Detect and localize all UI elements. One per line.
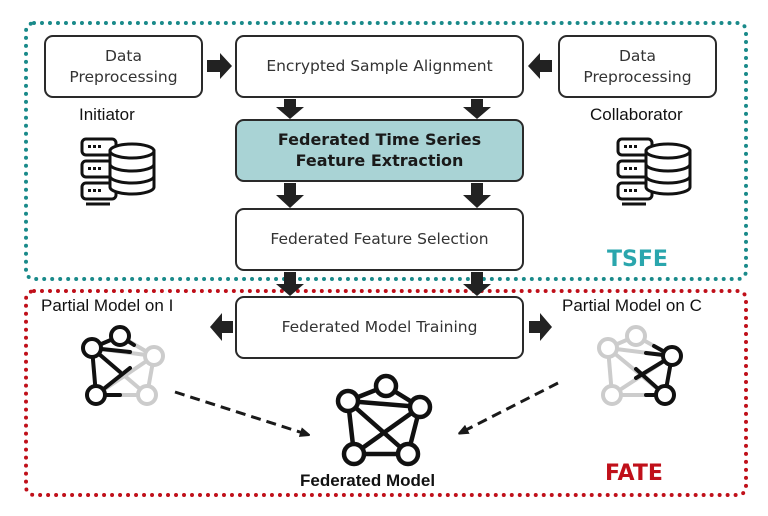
collaborator-label: Collaborator [590,105,683,124]
data-preprocessing-initiator-box: Data Preprocessing [44,35,203,98]
tsfe-label: TSFE [607,247,668,272]
dashed-arrow-icon [462,381,559,432]
encrypted-sample-alignment-box: Encrypted Sample Alignment [235,35,524,98]
federated-model-training-box: Federated Model Training [235,296,524,359]
partial-model-collaborator-icon [597,325,683,406]
federated-feature-selection-box: Federated Feature Selection [235,208,524,271]
arrow-right-icon [207,53,232,79]
arrow-left-icon [210,313,233,341]
initiator-label: Initiator [79,105,135,124]
database-server-icon [80,137,156,206]
data-preprocessing-collaborator-text: Data Preprocessing [583,47,692,86]
federated-model-training-text: Federated Model Training [281,318,478,337]
partial-model-initiator-icon [81,325,165,406]
encrypted-sample-alignment-text: Encrypted Sample Alignment [266,57,493,76]
arrow-down-icon [276,183,491,208]
federated-ts-feature-extraction-text: Federated Time Series Feature Extraction [277,129,482,170]
dashed-arrow-icon [174,390,306,434]
arrow-down-icon [276,272,491,296]
arrow-left-icon [528,53,552,79]
federated-model-icon [335,373,433,467]
fate-label: FATE [605,461,663,486]
database-server-icon [616,137,692,206]
federated-model-label: Federated Model [300,471,436,490]
arrow-right-icon [529,313,552,341]
arrow-down-icon [276,99,491,119]
federated-feature-selection-text: Federated Feature Selection [270,230,489,249]
partial-model-collaborator-label: Partial Model on C [562,296,702,315]
tsfe-region [24,21,748,281]
data-preprocessing-initiator-text: Data Preprocessing [69,47,178,86]
federated-ts-feature-extraction-box: Federated Time Series Feature Extraction [235,119,524,182]
partial-model-initiator-label: Partial Model on I [41,296,174,315]
fate-region [24,289,748,497]
data-preprocessing-collaborator-box: Data Preprocessing [558,35,717,98]
